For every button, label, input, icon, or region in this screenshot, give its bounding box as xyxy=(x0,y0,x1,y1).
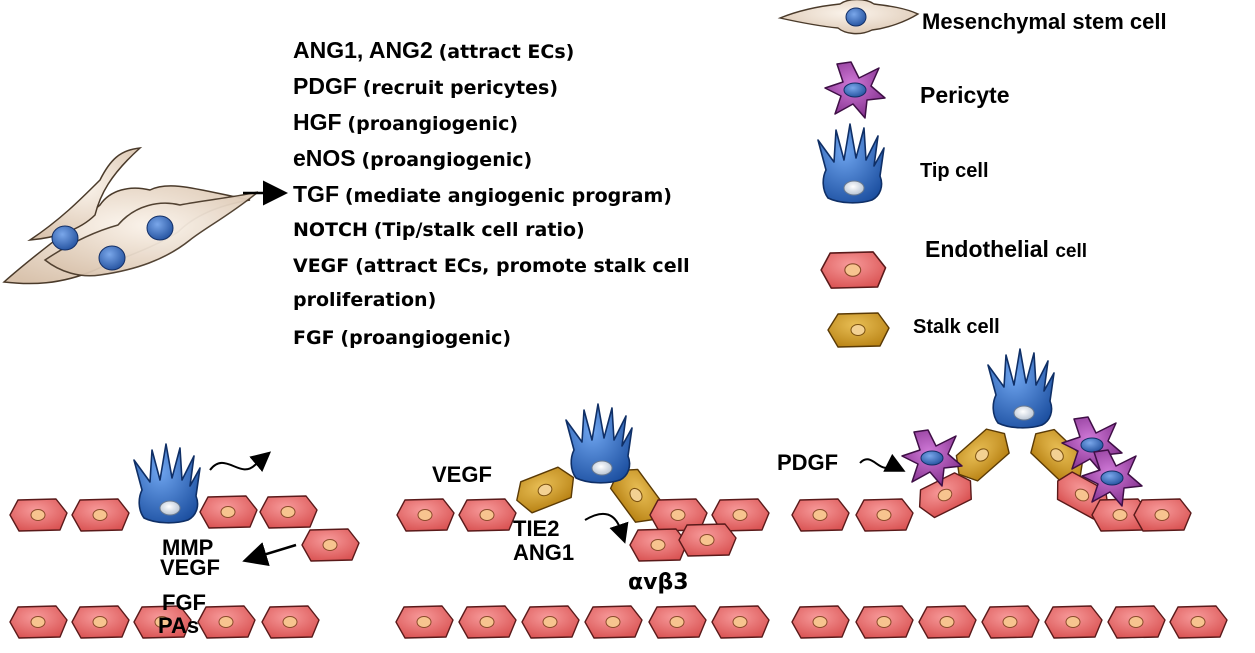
msc-cluster-illustration xyxy=(2,147,259,285)
migration-arrow xyxy=(209,451,272,472)
pdgf-arrow xyxy=(859,453,906,472)
factor-item: NOTCH (Tip/stalk cell ratio) xyxy=(293,219,585,241)
stage3-pdgf-label: PDGF xyxy=(777,450,839,475)
factor-item: FGF (proangiogenic) xyxy=(293,327,512,349)
mmp-arrow xyxy=(242,542,297,567)
tie2-arrow xyxy=(584,512,629,544)
legend-stalk-label: Stalk cell xyxy=(913,316,1000,338)
factor-item: eNOS (proangiogenic) xyxy=(293,145,533,171)
stage1-vegf-label: VEGF xyxy=(160,555,220,580)
endothelial-legend-icon xyxy=(820,251,887,289)
factor-item: TGF (mediate angiogenic program) xyxy=(293,181,672,207)
legend-endothelial-label: Endothelial cell xyxy=(925,236,1088,262)
legend-tip-label: Tip cell xyxy=(920,160,989,182)
stage-3-vessel-top xyxy=(791,348,1192,532)
stage1-pas-label: PAs xyxy=(158,613,200,638)
factor-item: HGF (proangiogenic) xyxy=(293,109,519,135)
stalk-cell-legend-icon xyxy=(827,312,890,348)
stage2-integrin-label: αvβ3 xyxy=(628,570,689,595)
stage2-ang1-label: ANG1 xyxy=(513,540,575,565)
factor-item: PDGF (recruit pericytes) xyxy=(293,73,559,99)
factor-item: VEGF (attract ECs, promote stalk cell xyxy=(293,255,690,277)
factor-item: proliferation) xyxy=(293,289,437,311)
legend-pericyte-label: Pericyte xyxy=(920,82,1010,108)
stage2-vegf-label: VEGF xyxy=(432,462,492,487)
stage1-mmp-label: MMP xyxy=(162,535,214,560)
msc-legend-icon xyxy=(777,0,920,35)
stage2-tie2-label: TIE2 xyxy=(513,516,560,541)
stage-3-vessel-bottom xyxy=(791,605,1228,639)
legend-msc-label: Mesenchymal stem cell xyxy=(922,9,1167,34)
factor-item: ANG1, ANG2 (attract ECs) xyxy=(293,37,575,63)
stage1-fgf-label: FGF xyxy=(162,590,206,615)
tip-cell-legend-icon xyxy=(817,123,885,204)
stage-2-vessel-bottom xyxy=(395,605,770,639)
pericyte-legend-icon xyxy=(824,61,886,119)
